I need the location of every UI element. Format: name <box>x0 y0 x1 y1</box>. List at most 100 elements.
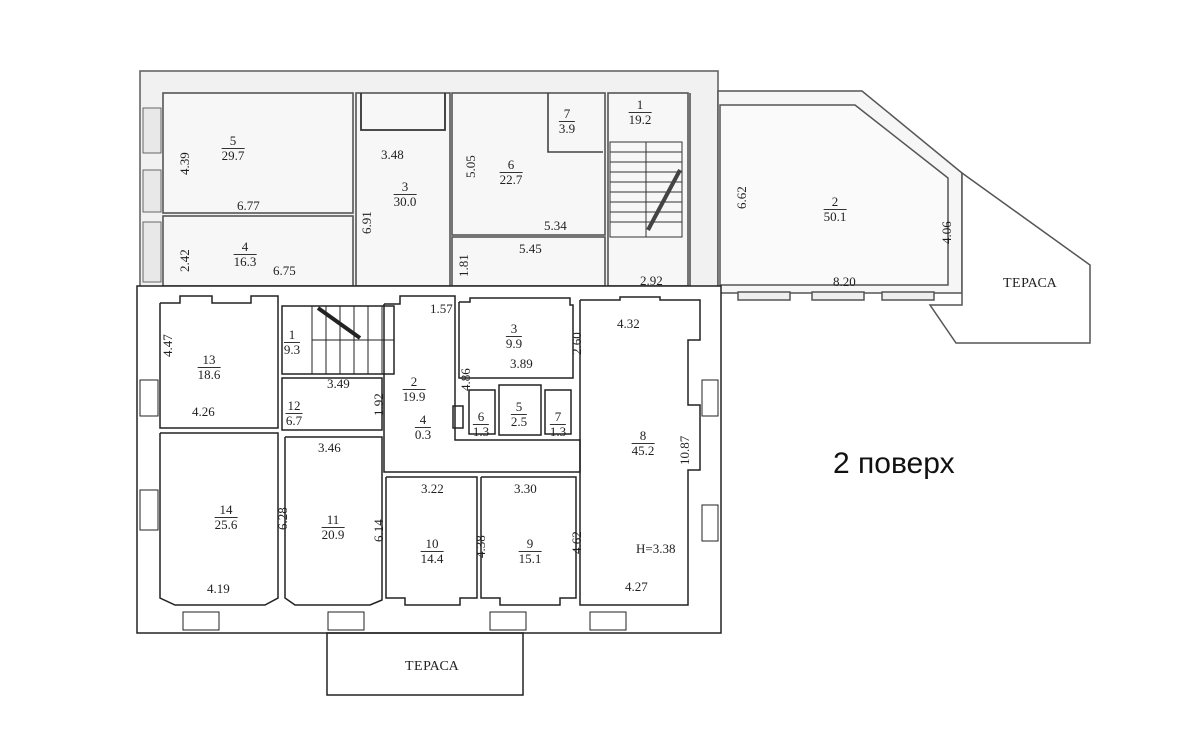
dimension-label: 3.49 <box>327 376 350 391</box>
dimension-label: 10.87 <box>677 435 692 465</box>
floor-title: 2 поверх <box>833 447 955 480</box>
room-number: 5 <box>221 134 245 149</box>
room-area: 22.7 <box>499 171 523 187</box>
dimension-label: H=3.38 <box>636 541 676 556</box>
dimension-label: 4.26 <box>192 404 215 419</box>
room-2-block <box>717 90 1091 344</box>
room-area: 30.0 <box>393 193 417 209</box>
room-number: 3 <box>505 322 523 337</box>
dimension-label: 6.28 <box>275 507 290 530</box>
dimension-label: 4.19 <box>207 581 230 596</box>
dimension-label: 1.92 <box>371 393 386 416</box>
room-number: 7 <box>549 410 567 425</box>
dimension-label: 2.60 <box>569 332 584 355</box>
room-number: 12 <box>285 398 303 414</box>
dimension-label: 6.14 <box>371 519 386 542</box>
room-number: 11 <box>321 513 345 528</box>
room-number: 13 <box>197 353 221 368</box>
dimension-label: 6.91 <box>359 211 374 234</box>
dimension-label: 4.39 <box>177 152 192 175</box>
dimension-label: 4.62 <box>569 531 584 554</box>
dimension-label: 2.42 <box>177 249 192 272</box>
room-number: 1 <box>283 328 301 343</box>
dimension-label: 2.92 <box>640 273 663 288</box>
dimension-label: 5.05 <box>463 155 478 178</box>
upper-stairs <box>609 141 683 238</box>
room-area: 19.9 <box>402 388 426 404</box>
room-area: 1.3 <box>472 423 490 439</box>
room-area: 6.7 <box>285 412 303 428</box>
room-number: 14 <box>214 503 238 518</box>
dimension-label: 3.22 <box>421 481 444 496</box>
room-area: 2.5 <box>510 413 528 429</box>
room-area: 20.9 <box>321 526 345 542</box>
upper-left-windows <box>142 107 162 283</box>
room-area: 1.3 <box>549 423 567 439</box>
room-area: 9.3 <box>283 341 301 357</box>
lower-block-walls <box>136 285 722 696</box>
dimension-label: 3.46 <box>318 440 341 455</box>
upper-block-walls <box>139 70 719 292</box>
room-number: 1 <box>628 98 652 113</box>
dimension-label: 5.45 <box>519 241 542 256</box>
room-area: 14.4 <box>420 550 444 566</box>
room-area: 3.9 <box>558 120 576 136</box>
room-number: 9 <box>518 537 542 552</box>
dimension-label: 6.77 <box>237 198 260 213</box>
dimension-label: 6.62 <box>734 186 749 209</box>
room-area: 29.7 <box>221 147 245 163</box>
terrace-label-bottom: ТЕРАСА <box>405 659 460 674</box>
dimension-label: 3.89 <box>510 356 533 371</box>
dimension-label: 1.81 <box>456 254 471 277</box>
room-number: 3 <box>393 180 417 195</box>
room-area: 25.6 <box>214 516 238 532</box>
room-number: 6 <box>472 410 490 425</box>
room-area: 15.1 <box>518 550 542 566</box>
room-area: 9.9 <box>505 335 523 351</box>
room-area: 50.1 <box>823 208 847 224</box>
room-area: 16.3 <box>233 253 257 269</box>
dimension-label: 5.34 <box>544 218 567 233</box>
dimension-label: 4.38 <box>473 535 488 558</box>
dimension-label: 1.57 <box>430 301 453 316</box>
room-area: 19.2 <box>628 111 652 127</box>
room-number: 6 <box>499 158 523 173</box>
room-number: 5 <box>510 400 528 415</box>
dimension-label: 3.48 <box>381 147 404 162</box>
room-number: 7 <box>558 107 576 122</box>
room-number: 4 <box>233 240 257 255</box>
room-area: 18.6 <box>197 366 221 382</box>
dimension-label: 4.86 <box>458 368 473 391</box>
dimension-label: 4.06 <box>939 221 954 244</box>
dimension-label: 4.47 <box>160 334 175 357</box>
dimension-label: 4.27 <box>625 579 648 594</box>
dimension-label: 4.32 <box>617 316 640 331</box>
room-number: 4 <box>414 413 432 428</box>
lower-stairs <box>311 306 394 374</box>
terrace-label-right: ТЕРАСА <box>1003 276 1058 291</box>
room-number: 8 <box>631 429 655 444</box>
room-number: 10 <box>420 537 444 552</box>
dimension-label: 3.30 <box>514 481 537 496</box>
